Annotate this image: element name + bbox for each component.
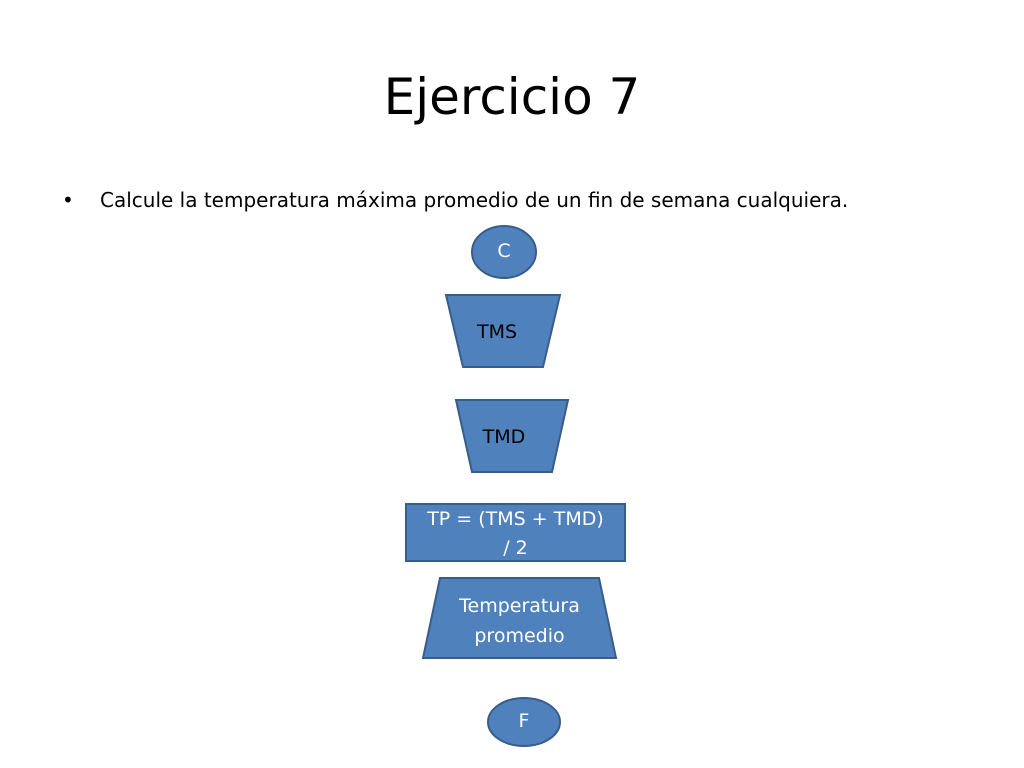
- bullet-marker: •: [62, 188, 74, 212]
- input-tmd-label: TMD: [482, 426, 526, 448]
- start-label: C: [497, 240, 511, 262]
- end-label: F: [518, 710, 530, 732]
- process-label-line2: / 2: [503, 537, 528, 559]
- bullet-item: • Calcule la temperatura máxima promedio …: [62, 186, 982, 214]
- bullet-text: Calcule la temperatura máxima promedio d…: [100, 188, 849, 212]
- output-label-line2: promedio: [474, 625, 565, 647]
- output-label-line1: Temperatura: [459, 595, 580, 617]
- slide-title: Ejercicio 7: [383, 68, 641, 126]
- process-label-line1: TP = (TMS + TMD): [427, 508, 604, 530]
- input-tms-label: TMS: [476, 321, 518, 343]
